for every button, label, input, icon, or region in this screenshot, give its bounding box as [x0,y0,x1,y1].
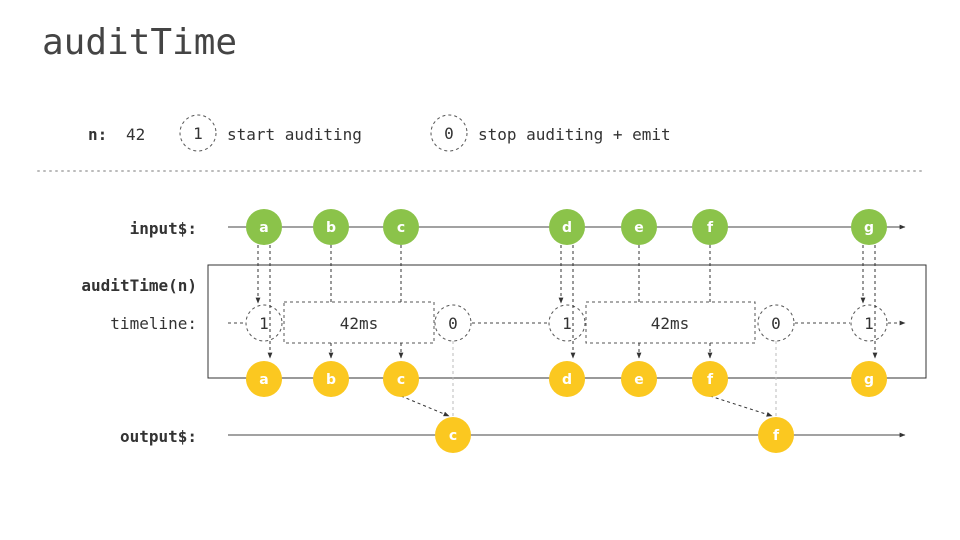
page-title: auditTime [42,22,238,63]
output-row-label: output$: [120,427,197,446]
input-marble-c [383,209,419,245]
timeline-window-1 [283,301,435,344]
intermediate-marble-c-label: c [397,372,405,388]
intermediate-marble-a [246,361,282,397]
legend-stop-circle [430,114,468,152]
input-marble-g [851,209,887,245]
input-marble-a [246,209,282,245]
legend-start-symbol: 1 [193,124,203,143]
output-marble-c [435,417,471,453]
intermediate-marble-c [383,361,419,397]
intermediate-marble-e-label: e [634,372,644,388]
input-marble-b-label: b [326,220,336,236]
intermediate-marble-f-label: f [707,372,714,388]
intermediate-marble-b [313,361,349,397]
legend-stop-text: stop auditing + emit [478,125,671,144]
output-marble-f-label: f [773,428,780,444]
input-marble-f [692,209,728,245]
input-marble-f-label: f [707,220,714,236]
input-marble-c-label: c [397,220,405,236]
intermediate-marble-f [692,361,728,397]
timeline-window-1-label: 42ms [340,314,379,333]
stop-emit-lines [452,341,777,416]
timeline-stop-2 [757,304,795,342]
intermediate-marble-a-label: a [259,372,268,388]
timeline-stop-1-label: 0 [448,314,458,333]
timeline-start-3-label: 1 [864,314,874,333]
timeline-start-3 [850,304,888,342]
timeline-start-2-label: 1 [562,314,572,333]
input-marble-e-label: e [634,220,644,236]
timeline-stop-1 [434,304,472,342]
input-marble-g-label: g [864,220,874,236]
legend-start-text: start auditing [227,125,362,144]
intermediate-marble-d-label: d [562,372,572,388]
legend: n: 42 1 start auditing 0 stop auditing +… [88,114,671,152]
input-marble-d-label: d [562,220,572,236]
intermediate-marble-e [621,361,657,397]
legend-stop-symbol: 0 [444,124,454,143]
legend-n-value: 42 [126,125,145,144]
timeline-window-2 [585,301,756,344]
operator-label: auditTime(n) [81,276,197,295]
output-marble-f [758,417,794,453]
intermediate-marble-d [549,361,585,397]
timeline-start-2 [548,304,586,342]
input-row-label: input$: [130,219,197,238]
input-marbles: a b c d e f g [246,209,887,245]
timeline-window-2-label: 42ms [651,314,690,333]
legend-start-circle [179,114,217,152]
input-marble-e [621,209,657,245]
timeline-label: timeline: [110,314,197,333]
intermediate-marble-g [851,361,887,397]
intermediate-marble-b-label: b [326,372,336,388]
connectors [255,245,878,417]
legend-n-label: n: [88,125,107,144]
timeline-start-1-label: 1 [259,314,269,333]
input-marble-b [313,209,349,245]
intermediate-marble-g-label: g [864,372,874,388]
intermediate-marbles: a b c d e f g [246,361,887,397]
timeline-stop-2-label: 0 [771,314,781,333]
output-marbles: c f [435,417,794,453]
timeline-start-1 [245,304,283,342]
input-marble-d [549,209,585,245]
input-marble-a-label: a [259,220,268,236]
output-marble-c-label: c [449,428,457,444]
